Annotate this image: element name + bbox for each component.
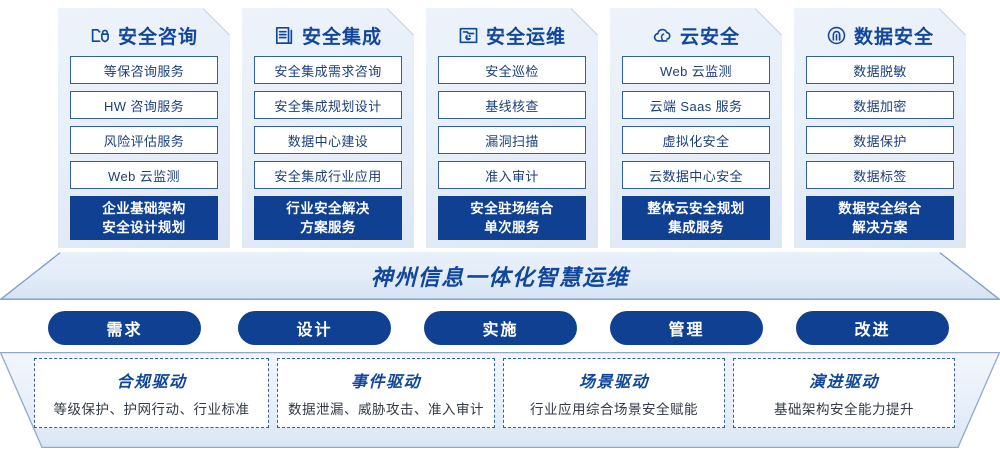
card-title: 云安全 bbox=[679, 26, 740, 48]
stage-pill-improvement[interactable]: 改进 bbox=[796, 311, 949, 345]
stage-pill-implementation[interactable]: 实施 bbox=[424, 311, 577, 345]
driver-box-incident[interactable]: 事件驱动 数据泄漏、威胁攻击、准入审计 bbox=[277, 358, 495, 428]
service-item[interactable]: 漏洞扫描 bbox=[438, 126, 586, 154]
card-header: 安全咨询 bbox=[70, 8, 218, 56]
driver-box-evolution[interactable]: 演进驱动 基础架构安全能力提升 bbox=[733, 358, 955, 428]
service-item[interactable]: 基线核查 bbox=[438, 91, 586, 119]
service-card-data-security[interactable]: 数据安全 数据脱敏 数据加密 数据保护 数据标签 数据安全综合 解决方案 bbox=[794, 8, 966, 248]
driver-title: 事件驱动 bbox=[350, 374, 421, 391]
driver-title: 场景驱动 bbox=[578, 374, 649, 391]
document-copy-icon bbox=[274, 25, 295, 46]
service-highlight[interactable]: 安全驻场结合 单次服务 bbox=[438, 196, 586, 240]
service-item[interactable]: Web 云监测 bbox=[622, 56, 770, 84]
fingerprint-icon bbox=[826, 25, 847, 46]
card-title: 安全咨询 bbox=[117, 26, 198, 48]
highlight-line-1: 行业安全解决 bbox=[286, 201, 370, 216]
highlight-line-2: 安全设计规划 bbox=[102, 220, 186, 235]
highlight-line-1: 安全驻场结合 bbox=[470, 201, 554, 216]
service-item[interactable]: 风险评估服务 bbox=[70, 126, 218, 154]
driver-subtitle: 等级保护、护网行动、行业标准 bbox=[53, 402, 250, 417]
service-item[interactable]: 安全集成规划设计 bbox=[254, 91, 402, 119]
driver-subtitle: 行业应用综合场景安全赋能 bbox=[530, 402, 698, 417]
card-header: 安全集成 bbox=[254, 8, 402, 56]
service-item[interactable]: 数据加密 bbox=[806, 91, 954, 119]
driver-boxes: 合规驱动 等级保护、护网行动、行业标准 事件驱动 数据泄漏、威胁攻击、准入审计 … bbox=[0, 358, 1000, 442]
driver-subtitle: 基础架构安全能力提升 bbox=[774, 402, 914, 417]
highlight-line-1: 数据安全综合 bbox=[838, 201, 922, 216]
card-title: 安全集成 bbox=[301, 26, 382, 48]
highlight-line-2: 单次服务 bbox=[484, 220, 540, 235]
service-item[interactable]: 安全集成需求咨询 bbox=[254, 56, 402, 84]
driver-box-scenario[interactable]: 场景驱动 行业应用综合场景安全赋能 bbox=[503, 358, 725, 428]
service-item[interactable]: 安全巡检 bbox=[438, 56, 586, 84]
card-title: 安全运维 bbox=[485, 26, 566, 48]
service-card-cloud-security[interactable]: 云安全 Web 云监测 云端 Saas 服务 虚拟化安全 云数据中心安全 整体云… bbox=[610, 8, 782, 248]
service-category-cards: 安全咨询 等保咨询服务 HW 咨询服务 风险评估服务 Web 云监测 企业基础架… bbox=[0, 0, 1000, 252]
lifecycle-stage-pills: 需求 设计 实施 管理 改进 bbox=[0, 311, 1000, 347]
highlight-line-2: 方案服务 bbox=[300, 220, 356, 235]
platform-banner-title: 神州信息一体化智慧运维 bbox=[370, 265, 630, 290]
card-header: 安全运维 bbox=[438, 8, 586, 56]
driver-title: 演进驱动 bbox=[808, 374, 879, 391]
card-title: 数据安全 bbox=[853, 26, 934, 48]
stage-pill-design[interactable]: 设计 bbox=[238, 311, 391, 345]
driver-title: 合规驱动 bbox=[116, 374, 187, 391]
service-highlight[interactable]: 整体云安全规划 集成服务 bbox=[622, 196, 770, 240]
driver-subtitle: 数据泄漏、威胁攻击、准入审计 bbox=[288, 402, 484, 417]
highlight-line-1: 企业基础架构 bbox=[102, 201, 186, 216]
folder-chart-icon bbox=[458, 25, 479, 46]
folder-lock-icon bbox=[90, 25, 111, 46]
service-item[interactable]: 数据标签 bbox=[806, 161, 954, 189]
service-highlight[interactable]: 数据安全综合 解决方案 bbox=[806, 196, 954, 240]
card-header: 云安全 bbox=[622, 8, 770, 56]
service-highlight[interactable]: 企业基础架构 安全设计规划 bbox=[70, 196, 218, 240]
stage-pill-requirement[interactable]: 需求 bbox=[48, 311, 201, 345]
service-card-security-integration[interactable]: 安全集成 安全集成需求咨询 安全集成规划设计 数据中心建设 安全集成行业应用 行… bbox=[242, 8, 414, 248]
service-item[interactable]: 准入审计 bbox=[438, 161, 586, 189]
service-highlight[interactable]: 行业安全解决 方案服务 bbox=[254, 196, 402, 240]
service-item[interactable]: 云端 Saas 服务 bbox=[622, 91, 770, 119]
highlight-line-2: 集成服务 bbox=[668, 220, 724, 235]
driver-box-compliance[interactable]: 合规驱动 等级保护、护网行动、行业标准 bbox=[34, 358, 269, 428]
service-item[interactable]: 云数据中心安全 bbox=[622, 161, 770, 189]
service-card-security-operations[interactable]: 安全运维 安全巡检 基线核查 漏洞扫描 准入审计 安全驻场结合 单次服务 bbox=[426, 8, 598, 248]
service-item[interactable]: HW 咨询服务 bbox=[70, 91, 218, 119]
service-item[interactable]: 数据中心建设 bbox=[254, 126, 402, 154]
cloud-icon bbox=[652, 25, 673, 46]
service-item[interactable]: 等保咨询服务 bbox=[70, 56, 218, 84]
service-item[interactable]: Web 云监测 bbox=[70, 161, 218, 189]
stage-pill-management[interactable]: 管理 bbox=[610, 311, 763, 345]
service-item[interactable]: 数据保护 bbox=[806, 126, 954, 154]
service-card-security-consulting[interactable]: 安全咨询 等保咨询服务 HW 咨询服务 风险评估服务 Web 云监测 企业基础架… bbox=[58, 8, 230, 248]
service-item[interactable]: 虚拟化安全 bbox=[622, 126, 770, 154]
service-item[interactable]: 安全集成行业应用 bbox=[254, 161, 402, 189]
service-item[interactable]: 数据脱敏 bbox=[806, 56, 954, 84]
card-header: 数据安全 bbox=[806, 8, 954, 56]
highlight-line-1: 整体云安全规划 bbox=[647, 201, 745, 216]
highlight-line-2: 解决方案 bbox=[852, 220, 908, 235]
